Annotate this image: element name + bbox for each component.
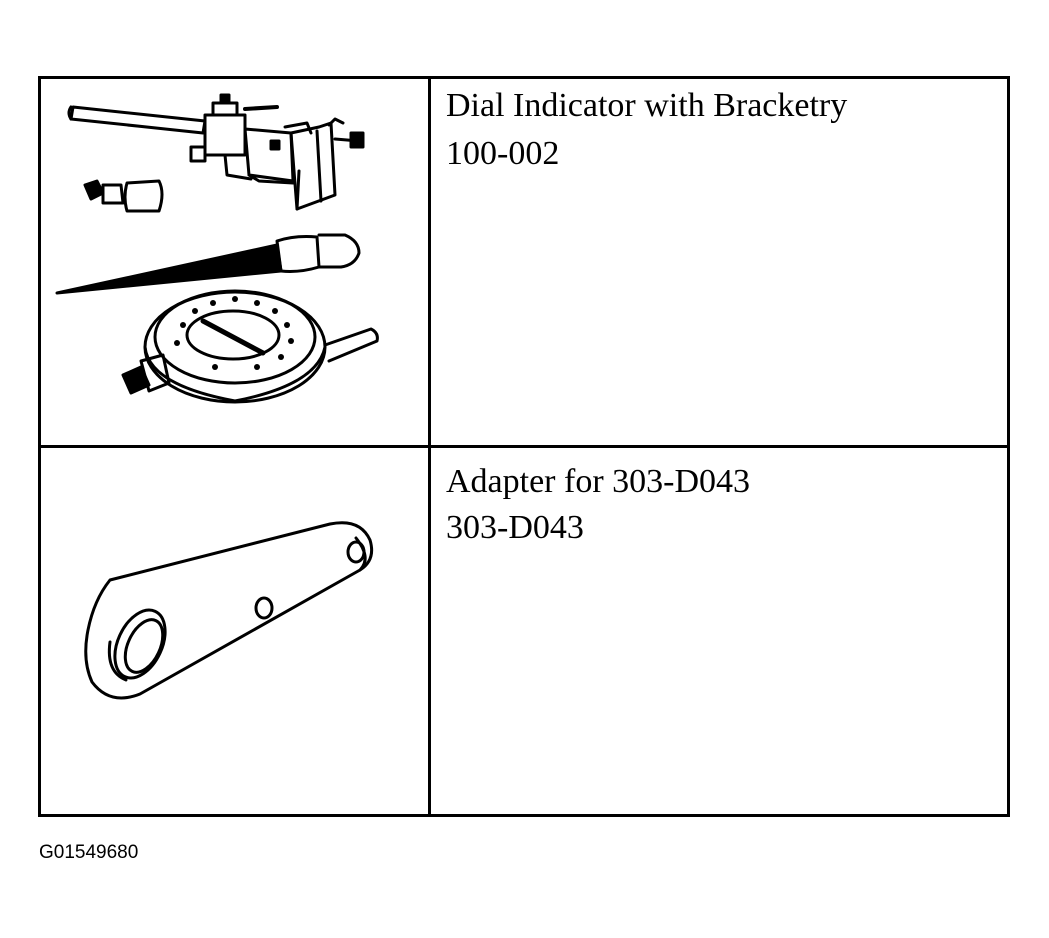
tool-name-label: Adapter for 303-D043 [446, 463, 751, 500]
dial-indicator-illustration [55, 93, 379, 404]
tool-name-label: Dial Indicator with Bracketry [446, 87, 848, 124]
tool-number-label: 303-D043 [446, 509, 584, 546]
figure-code: G01549680 [39, 842, 139, 863]
adapter-illustration [84, 521, 374, 700]
row-divider [38, 445, 1010, 448]
tool-number-label: 100-002 [446, 135, 560, 172]
